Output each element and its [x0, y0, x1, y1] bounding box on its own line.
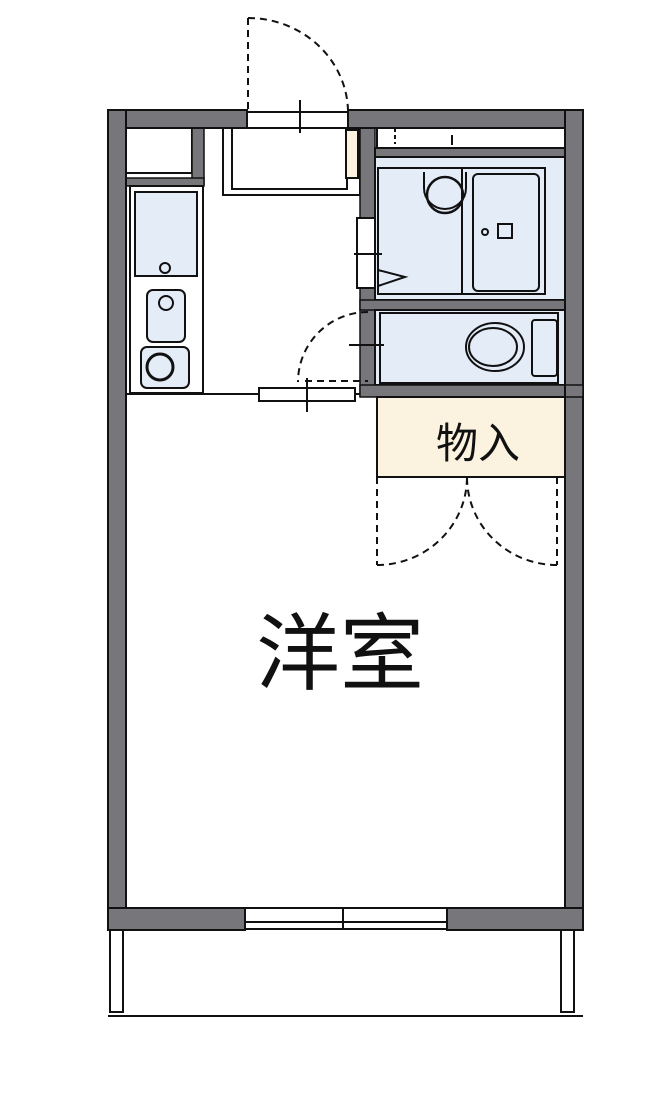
- kitchen-room-divider: [126, 378, 360, 412]
- balcony-window: [244, 907, 448, 930]
- balcony: [108, 929, 583, 1017]
- bathroom: [354, 127, 566, 301]
- genkan: [222, 127, 361, 196]
- shoe-box: [125, 127, 193, 174]
- storage-label: 物入: [436, 419, 520, 468]
- entrance-door: [246, 17, 349, 133]
- storage-closet: [376, 396, 566, 478]
- toilet-room: [297, 309, 566, 386]
- outer-walls: [107, 109, 584, 931]
- kitchen-counter: [129, 185, 204, 394]
- interior-wall: [125, 177, 205, 187]
- storage-doors: [376, 476, 558, 566]
- interior-wall: [191, 127, 205, 185]
- interior-wall: [359, 299, 566, 311]
- western-room-label: 洋室: [256, 605, 424, 703]
- interior-wall: [359, 384, 584, 398]
